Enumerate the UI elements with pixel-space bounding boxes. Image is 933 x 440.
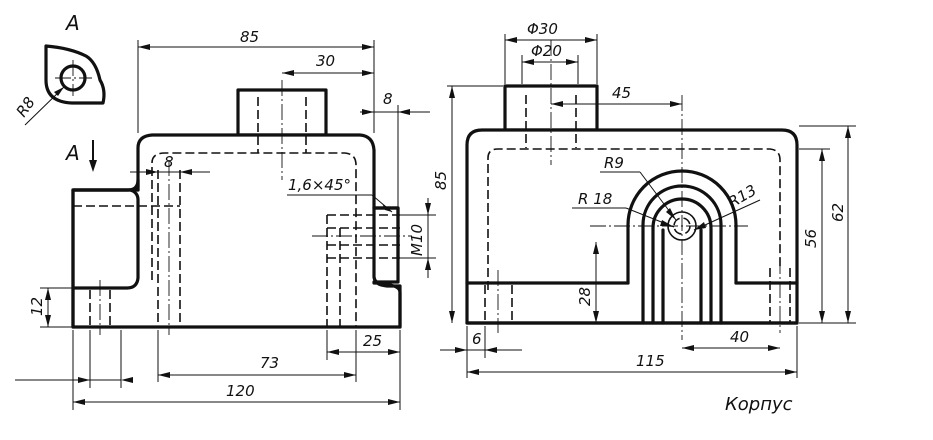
dim-12: 12: [28, 297, 46, 316]
view-arrow-label: A: [64, 141, 80, 165]
view-direction-arrow: A: [64, 140, 97, 172]
dim-r9: R9: [604, 154, 624, 172]
dim-chamfer: 1,6×45°: [288, 176, 351, 194]
dim-6: 6: [472, 330, 482, 348]
dim-85-top: 85: [240, 28, 259, 46]
dim-120: 120: [226, 382, 255, 400]
side-view-dimensions: Φ30 Φ20 45 85 R9 R 18 R13: [432, 20, 856, 378]
front-view: [71, 80, 412, 335]
front-view-dimensions: 85 30 8 8 1,6×45° M10 12: [15, 28, 436, 410]
side-main-body: [465, 128, 799, 325]
part-name: Корпус: [725, 394, 793, 415]
dim-28: 28: [576, 287, 594, 306]
dim-8-left: 8: [164, 153, 174, 171]
dim-73: 73: [260, 354, 279, 372]
dim-phi30: Φ30: [527, 20, 558, 38]
dim-phi20: Φ20: [531, 42, 562, 60]
dim-30: 30: [316, 52, 335, 70]
detail-view-a: A R8: [13, 11, 106, 126]
dim-115: 115: [636, 352, 665, 370]
dim-85-side: 85: [432, 171, 450, 190]
dim-m10: M10: [408, 224, 426, 256]
detail-view-label: A: [64, 11, 80, 35]
dim-62: 62: [829, 203, 847, 222]
detail-lug-outline: [44, 44, 106, 105]
dim-r18: R 18: [578, 190, 612, 208]
dim-8-right: 8: [383, 90, 393, 108]
dim-25: 25: [363, 332, 382, 350]
dim-45: 45: [612, 84, 631, 102]
dim-56: 56: [802, 229, 820, 248]
side-view: [465, 40, 799, 340]
dim-r8: R8: [13, 94, 39, 121]
front-main-body: [71, 133, 402, 329]
dim-40: 40: [730, 328, 749, 346]
